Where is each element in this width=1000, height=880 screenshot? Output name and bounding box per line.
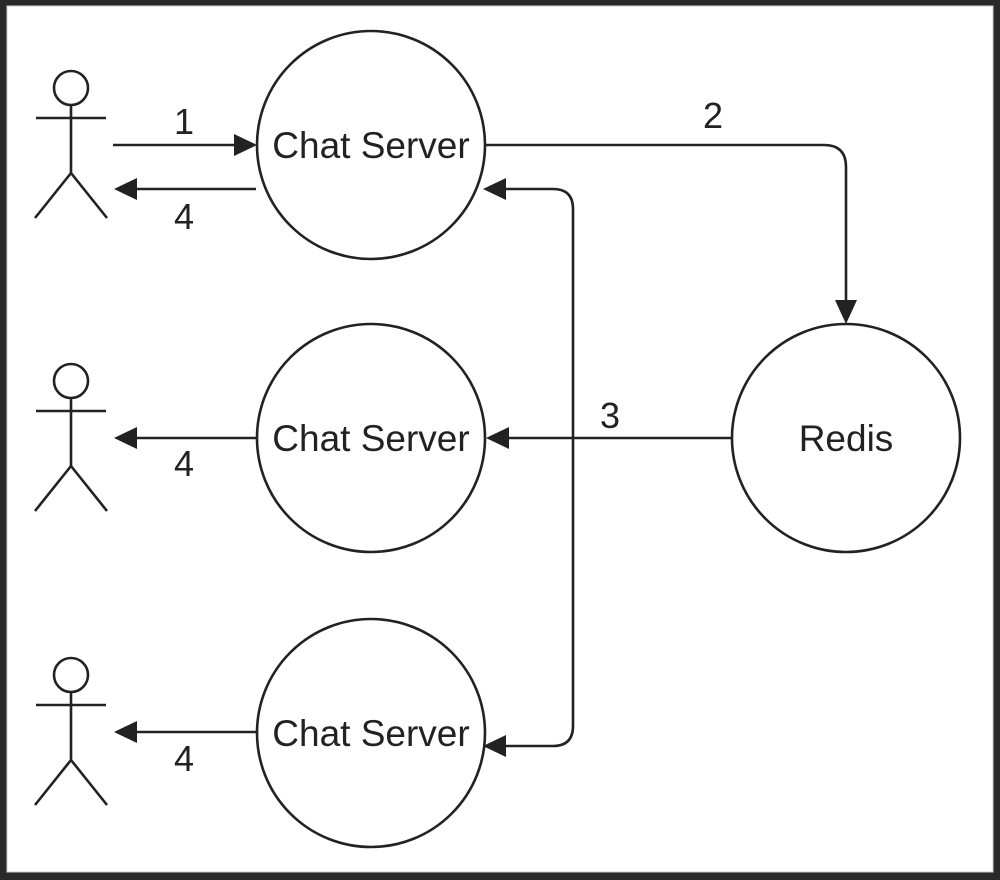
step-label-4-bottom: 4 (174, 738, 194, 779)
redis-label: Redis (799, 418, 894, 459)
arrowhead-icon (114, 178, 137, 200)
actor-middle (33, 362, 109, 512)
actor-bottom (33, 656, 109, 806)
arrowhead-icon (483, 178, 506, 200)
edge-user-to-server (113, 134, 257, 156)
chat-server-node-top: Chat Server (255, 29, 487, 261)
arrowhead-icon (486, 427, 509, 449)
arrowhead-icon (114, 721, 137, 743)
arrowhead-icon (234, 134, 257, 156)
arrowhead-icon (483, 735, 506, 757)
edge-middle-server-to-user (114, 427, 257, 449)
step-label-1: 1 (174, 101, 194, 142)
step-label-3: 3 (600, 395, 620, 436)
edge-redis-broadcast-bus (483, 178, 575, 757)
actor-top (33, 69, 109, 219)
arrowhead-icon (835, 300, 857, 324)
edge-redis-to-middle-server (486, 427, 732, 449)
edge-server-to-redis (486, 143, 857, 324)
edge-top-server-to-user (114, 178, 256, 200)
step-label-4-top: 4 (174, 196, 194, 237)
step-label-4-middle: 4 (174, 443, 194, 484)
chat-server-label: Chat Server (272, 713, 469, 754)
chat-server-node-middle: Chat Server (255, 322, 487, 554)
edge-bottom-server-to-user (114, 721, 257, 743)
chat-server-label: Chat Server (272, 418, 469, 459)
chat-server-label: Chat Server (272, 125, 469, 166)
step-label-2: 2 (703, 95, 723, 136)
arrowhead-icon (114, 427, 137, 449)
